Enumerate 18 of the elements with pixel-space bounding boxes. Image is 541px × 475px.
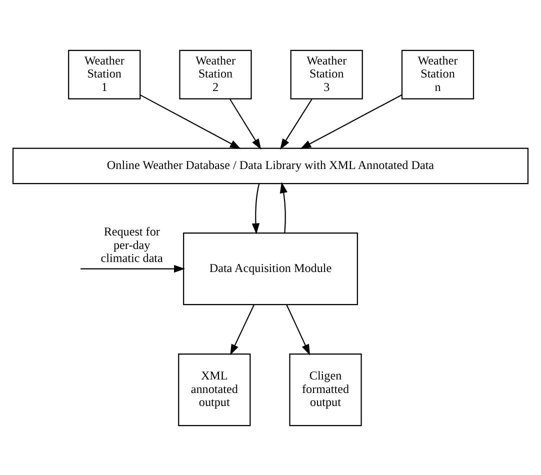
- node-box: Data Acquisition Module: [183, 232, 358, 305]
- node-box: Weather Station 2: [179, 49, 252, 99]
- node-box: Cligen formatted output: [289, 353, 362, 426]
- arrow: [286, 304, 310, 355]
- arrow: [140, 94, 242, 149]
- node-box: XML annotated output: [178, 353, 251, 426]
- arrow: [300, 94, 402, 149]
- node-box: Weather Station 1: [68, 49, 141, 99]
- node-box: Online Weather Database / Data Library with XML Annotated Data: [12, 147, 529, 184]
- arrow: [229, 98, 262, 150]
- arrow: [252, 183, 260, 234]
- arrow: [230, 304, 255, 355]
- arrow: [280, 98, 312, 150]
- node-box: Weather Station n: [401, 49, 474, 99]
- arrow: [280, 182, 288, 232]
- arrow: [80, 264, 186, 272]
- node-box: Weather Station 3: [290, 49, 363, 99]
- edge-label: Request for per-day climatic data: [100, 224, 163, 264]
